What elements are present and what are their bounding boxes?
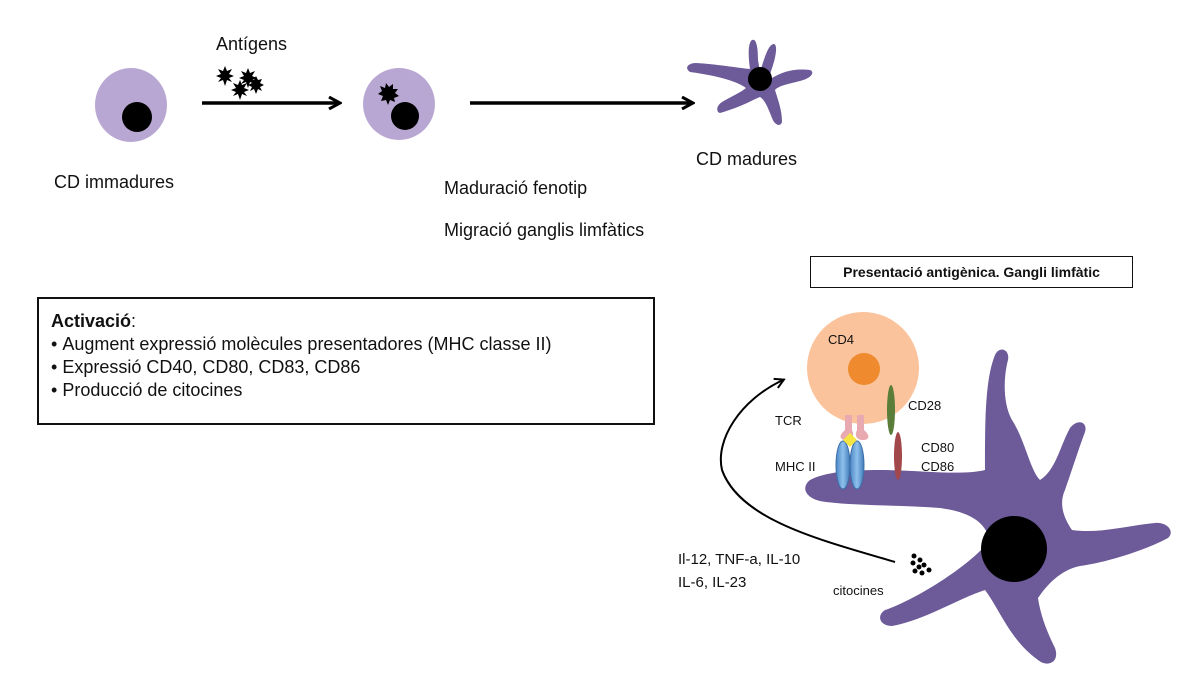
lymph-node-title-box: Presentació antigènica. Gangli limfàtic (810, 256, 1133, 288)
antigen-peptide (843, 433, 857, 447)
antigen-loaded-dendritic-cell (363, 68, 435, 140)
t-cell-nucleus (848, 353, 880, 385)
activation-item: Expressió CD40, CD80, CD83, CD86 (51, 356, 641, 379)
activation-item: Augment expressió molècules presentadore… (51, 333, 641, 356)
cd86-label: CD86 (921, 459, 955, 474)
antigens-label: Antígens (216, 34, 288, 54)
immature-dc-label: CD immadures (54, 172, 175, 192)
cytokine-dot (926, 567, 932, 573)
mhc-alpha-chain (835, 440, 851, 490)
cytokine-list-line-1: Il-12, TNF-a, IL-10 (678, 551, 801, 568)
cytokine-dot (921, 562, 927, 568)
mhc-ii-label: MHC II (775, 459, 816, 474)
antigen-particle (248, 76, 264, 94)
maturation-step-migration: Migració ganglis limfàtics (444, 220, 645, 240)
cd28-label: CD28 (908, 398, 942, 413)
activation-title-text: Activació (51, 311, 132, 331)
cd80-cd86-ligand (894, 432, 902, 480)
cd4-label: CD4 (828, 332, 855, 347)
cytokine-list-line-2: IL-6, IL-23 (678, 574, 747, 591)
activation-box: Activació: Augment expressió molècules p… (37, 297, 655, 425)
cd80-label: CD80 (921, 440, 955, 455)
antigens-icon (216, 66, 264, 100)
mature-dendritic-cell (687, 39, 813, 125)
cytokine-dot (910, 560, 916, 566)
activation-list: Augment expressió molècules presentadore… (51, 333, 641, 402)
nucleus (981, 516, 1047, 582)
activation-item: Producció de citocines (51, 379, 641, 402)
cd4-t-cell (807, 312, 919, 440)
maturation-step-phenotype: Maduració fenotip (444, 178, 588, 198)
cytokine-dot (917, 557, 923, 563)
cd28-receptor (887, 385, 895, 435)
mhc-beta-chain (849, 440, 865, 490)
mature-dc-label: CD madures (696, 149, 798, 169)
cytokine-signal-arrow (719, 380, 896, 563)
tcr-label: TCR (775, 413, 802, 428)
mhc-ii-molecule (835, 433, 865, 490)
cytokine-dot (916, 564, 922, 570)
nucleus (122, 102, 152, 132)
activation-title: Activació: (51, 309, 641, 333)
cell-body (805, 349, 1171, 664)
antigen-particle (231, 80, 249, 100)
citocines-label: citocines (833, 583, 884, 598)
nucleus (391, 102, 419, 130)
nucleus (748, 67, 772, 91)
cytokine-dot (919, 570, 925, 576)
immature-dendritic-cell (95, 68, 167, 142)
antigen-particle (216, 66, 234, 86)
cytokine-dot (912, 568, 918, 574)
cytokine-particles-icon (910, 553, 932, 576)
presenting-dendritic-cell (805, 349, 1171, 664)
activation-title-colon: : (131, 311, 137, 331)
cytokine-dot (911, 553, 917, 559)
internalized-antigen-icon (378, 83, 399, 105)
lymph-node-title: Presentació antigènica. Gangli limfàtic (843, 264, 1100, 280)
